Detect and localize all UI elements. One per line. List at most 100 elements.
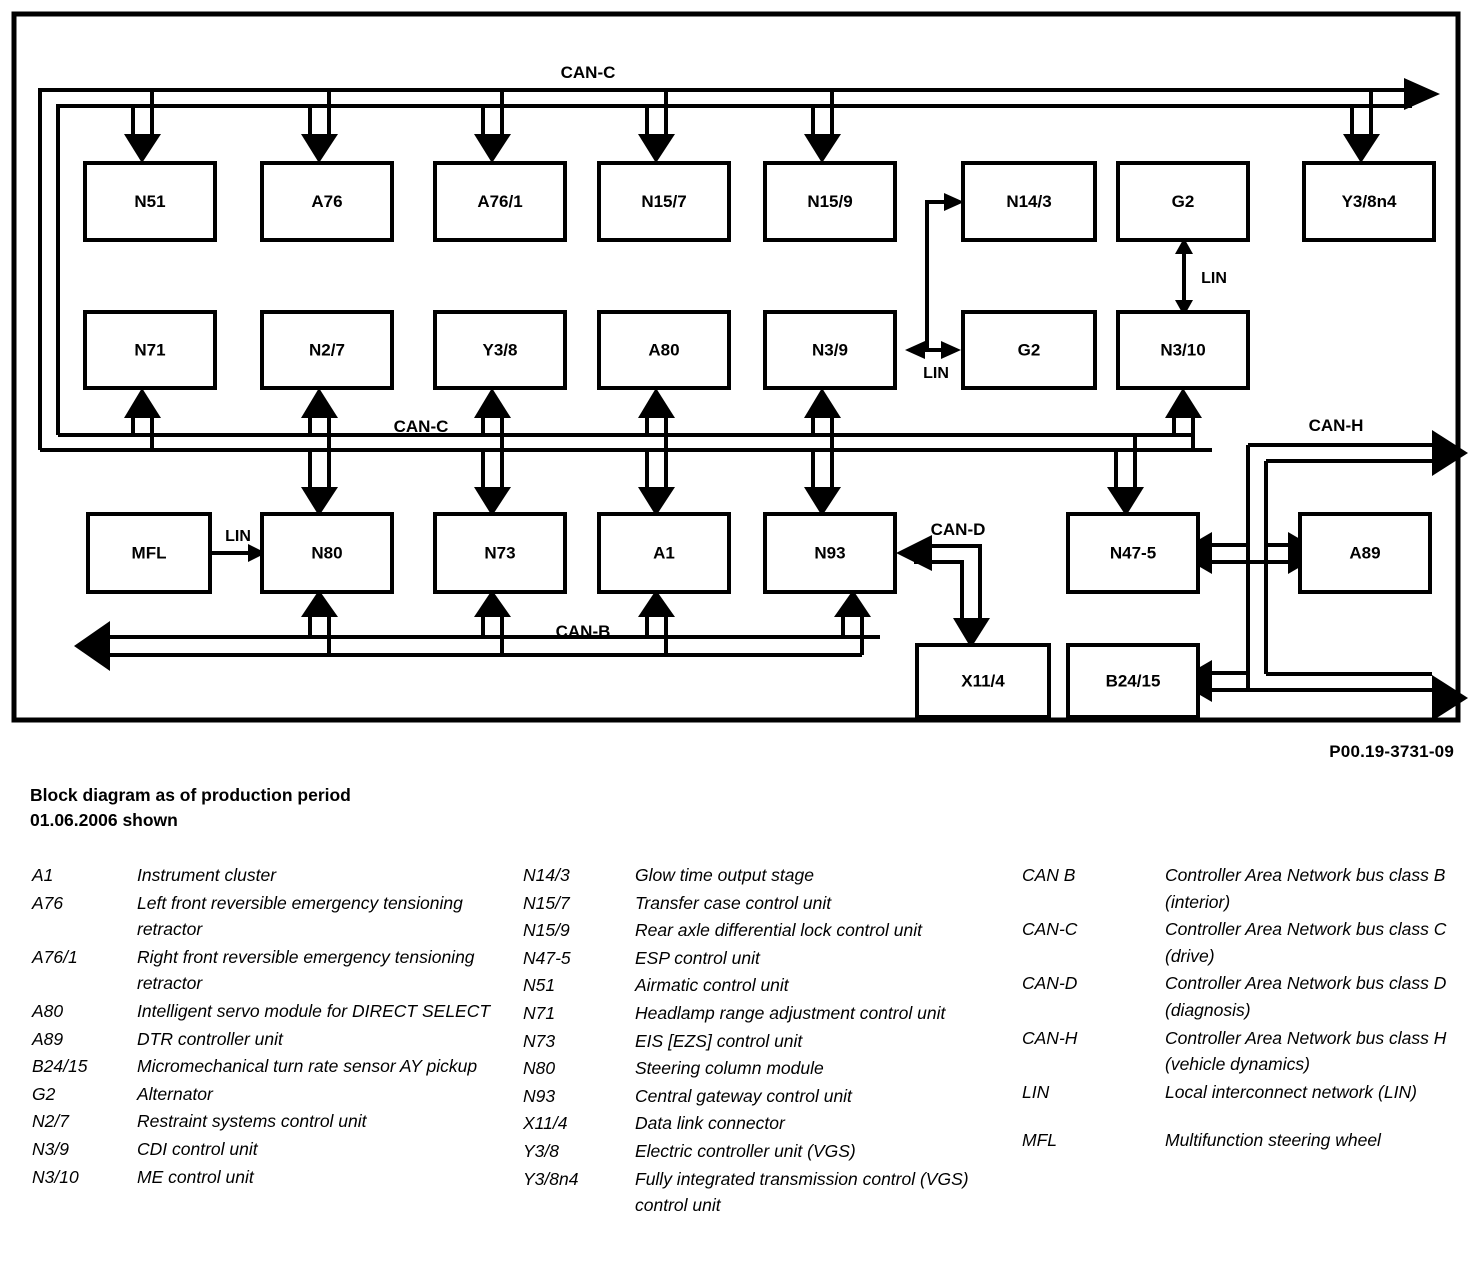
legend-key: N71: [523, 1002, 556, 1023]
legend-key: N47-5: [523, 947, 571, 968]
can-c-row3-drops: [308, 435, 1137, 490]
legend-value: Alternator: [137, 1083, 213, 1104]
can-h-top-arrowhead: [1432, 430, 1468, 476]
module-label: A80: [648, 340, 679, 359]
legend-value: Right front reversible emergency tension…: [137, 946, 475, 994]
can-d-inner: [914, 560, 964, 622]
legend-value: Central gateway control unit: [635, 1085, 852, 1106]
module-box[interactable]: [86, 512, 212, 594]
module-box[interactable]: [1066, 512, 1200, 594]
can-d-label: CAN-D: [931, 520, 986, 539]
lin-n310-down-arrowhead: [1175, 300, 1193, 316]
legend-key: X11/4: [523, 1113, 568, 1134]
module-box[interactable]: [1298, 512, 1432, 594]
module-box[interactable]: [1066, 643, 1200, 719]
module-box[interactable]: [260, 512, 394, 594]
module-box[interactable]: [1116, 161, 1250, 242]
module-label: N80: [311, 543, 342, 562]
module-box[interactable]: [597, 310, 731, 390]
legend-row: CAN B Controller Area Network bus class B…: [1022, 862, 1462, 915]
module-label: N15/7: [641, 192, 686, 211]
legend-value: ME control unit: [137, 1166, 254, 1187]
legend-row: A1 Instrument cluster: [32, 862, 502, 889]
module-label: N15/9: [807, 192, 852, 211]
module-box[interactable]: [1302, 161, 1436, 242]
module-box[interactable]: [1116, 310, 1250, 390]
module-box[interactable]: [763, 310, 897, 390]
module-box[interactable]: [763, 161, 897, 242]
caption-line-1: Block diagram as of production period: [30, 785, 351, 805]
legend-value: Steering column module: [635, 1058, 824, 1079]
document-id: P00.19-3731-09: [1329, 742, 1454, 761]
legend-value: Headlamp range adjustment control unit: [635, 1002, 946, 1023]
legend-value: Restraint systems control unit: [137, 1111, 367, 1132]
legend-key: G2: [32, 1083, 56, 1104]
module-box[interactable]: [961, 310, 1097, 390]
can-b-label: CAN-B: [556, 622, 611, 641]
diagram-caption: Block diagram as of production period 01…: [30, 783, 351, 833]
module-label: A76/1: [477, 192, 522, 211]
legend-row: N71 Headlamp range adjustment control uni…: [523, 1000, 1013, 1027]
module-label: MFL: [132, 543, 167, 562]
can-d-left-arrowhead: [896, 535, 932, 571]
can-c-row2-risers: [131, 415, 1195, 450]
legend-row: N2/7 Restraint systems control unit: [32, 1108, 502, 1135]
module-label: N73: [484, 543, 515, 562]
legend-key: A76/1: [32, 946, 78, 967]
can-c-mid-label: CAN-C: [394, 417, 449, 436]
can-b-risers: [308, 614, 864, 655]
lin-n39-arrowhead: [905, 341, 925, 359]
legend-key: CAN B: [1022, 865, 1076, 885]
legend-value: Controller Area Network bus class B (int…: [1165, 865, 1446, 912]
module-box[interactable]: [260, 310, 394, 390]
legend-key: A1: [32, 865, 54, 885]
legend-key: N3/10: [32, 1166, 79, 1187]
module-box[interactable]: [915, 643, 1051, 719]
legend-key: CAN-D: [1022, 973, 1078, 994]
module-box[interactable]: [83, 161, 217, 242]
can-c-row2-arrowheads: [124, 388, 1202, 418]
legend-column-3: CAN B Controller Area Network bus class B…: [1022, 862, 1462, 1155]
can-c-inner-trunk: [56, 104, 1412, 435]
legend-value: Instrument cluster: [137, 865, 277, 885]
legend-value: Airmatic control unit: [635, 975, 789, 996]
module-box[interactable]: [433, 512, 567, 594]
legend-row: N3/10 ME control unit: [32, 1164, 502, 1191]
lin-n39-g2-label: LIN: [923, 365, 949, 382]
can-c-top-arrowhead: [1404, 78, 1440, 110]
module-box[interactable]: [433, 310, 567, 390]
module-label: N47-5: [1110, 543, 1156, 562]
lin-n143-arrowhead: [944, 193, 964, 211]
legend-key: A76: [32, 892, 64, 913]
module-box[interactable]: [597, 512, 731, 594]
module-label: G2: [1018, 340, 1041, 359]
module-label: A76: [311, 192, 342, 211]
legend-key: N2/7: [32, 1111, 69, 1132]
module-box[interactable]: [597, 161, 731, 242]
module-box[interactable]: [260, 161, 394, 242]
module-box[interactable]: [433, 161, 567, 242]
module-label: B24/15: [1106, 671, 1161, 690]
module-box[interactable]: [961, 161, 1097, 242]
module-box[interactable]: [763, 512, 897, 594]
legend-value: Glow time output stage: [635, 865, 814, 885]
module-box[interactable]: [83, 310, 217, 390]
